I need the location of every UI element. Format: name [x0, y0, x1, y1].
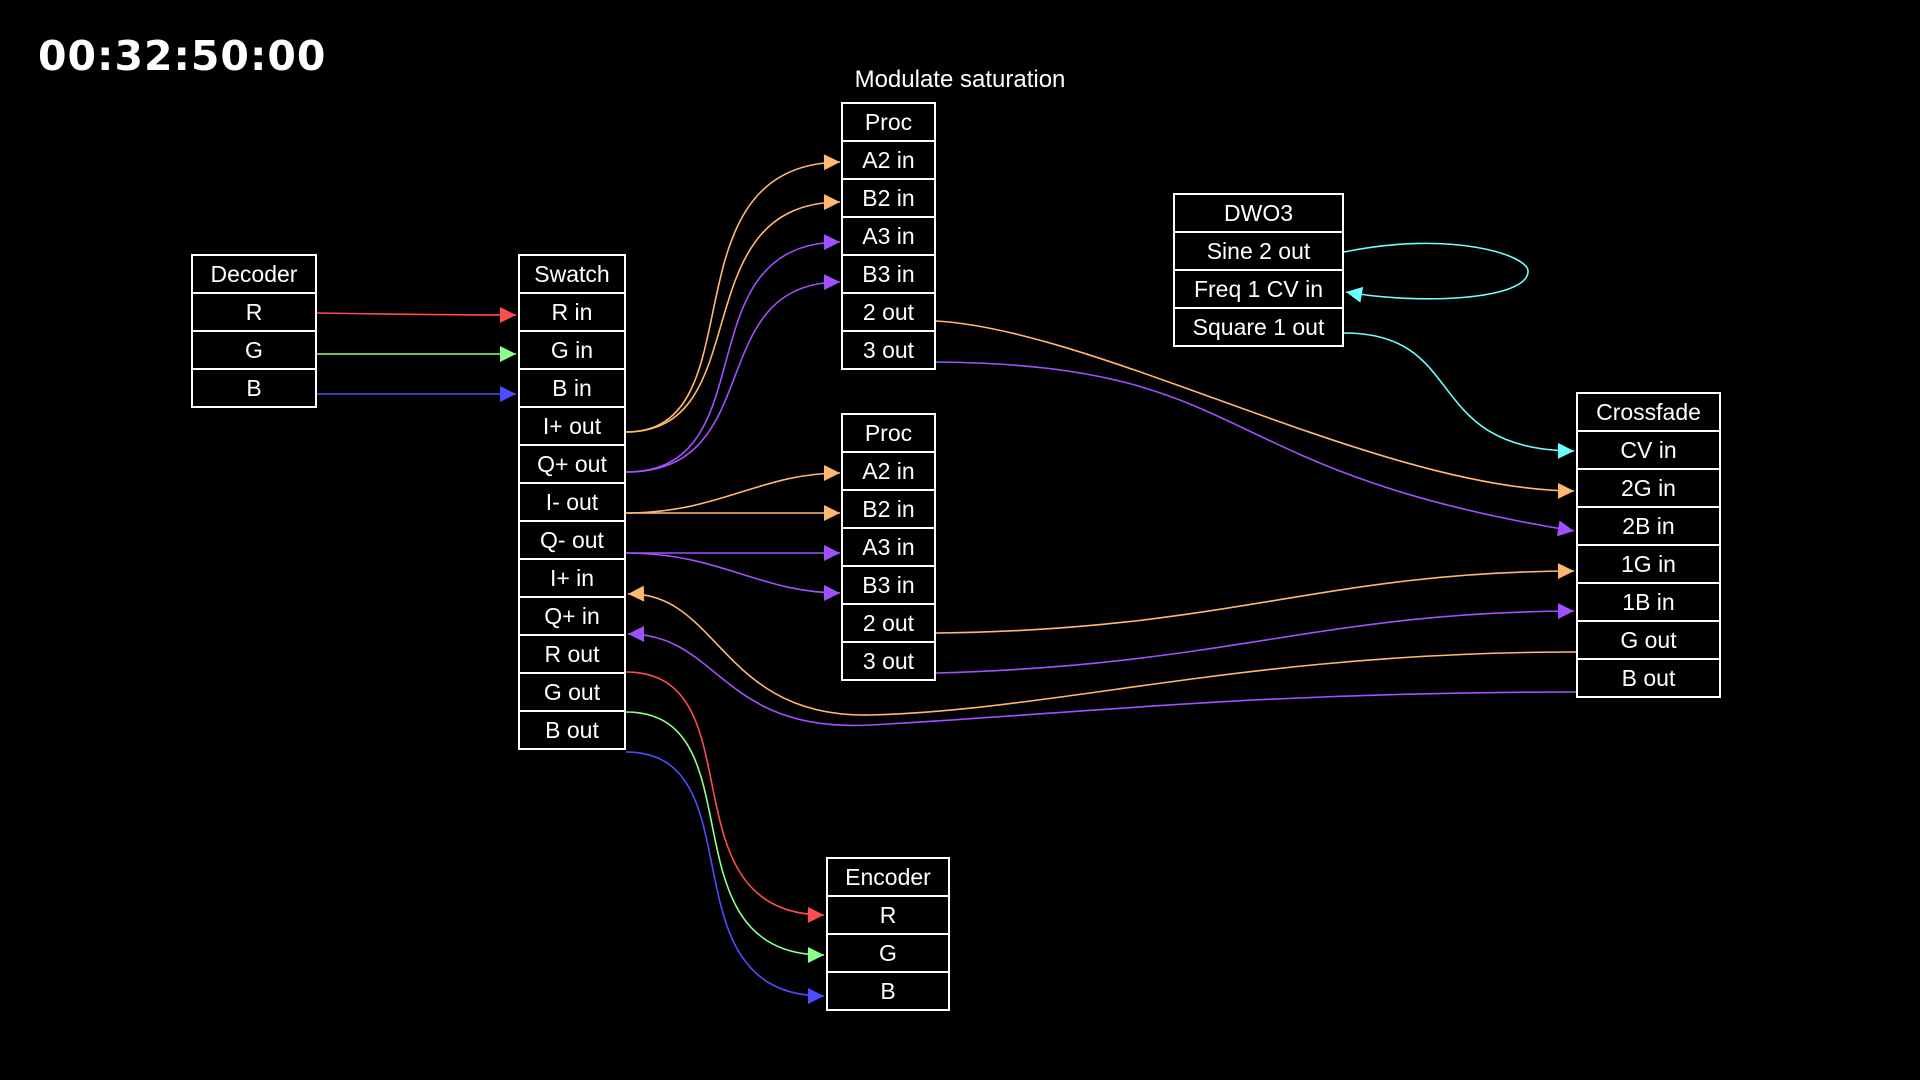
swatch-port-i-plus-in[interactable]: I+ in — [518, 558, 626, 598]
crossfade-port-1b-in[interactable]: 1B in — [1576, 582, 1721, 622]
proc2-port-3-out[interactable]: 3 out — [841, 641, 936, 681]
cable-iminus-to-proc2-a2[interactable] — [625, 465, 841, 514]
cable-proc2-2out-to-1g[interactable] — [935, 563, 1575, 634]
cable-decoder-r[interactable] — [315, 306, 517, 323]
crossfade-module[interactable]: Crossfade CV in 2G in 2B in 1G in 1B in … — [1576, 392, 1721, 698]
proc1-port-a2-in[interactable]: A2 in — [841, 140, 936, 180]
cable-qplus-to-proc1-a3[interactable] — [625, 234, 841, 473]
decoder-port-b[interactable]: B — [191, 368, 317, 408]
proc1-title[interactable]: Proc — [841, 102, 936, 142]
swatch-port-i-minus-out[interactable]: I- out — [518, 482, 626, 522]
dwo3-port-square-1-out[interactable]: Square 1 out — [1173, 307, 1344, 347]
proc1-port-a3-in[interactable]: A3 in — [841, 216, 936, 256]
swatch-port-b-in[interactable]: B in — [518, 368, 626, 408]
proc1-port-3-out[interactable]: 3 out — [841, 330, 936, 370]
swatch-port-r-in[interactable]: R in — [518, 292, 626, 332]
cable-swatch-bout-to-encoder-b[interactable] — [625, 751, 825, 1004]
encoder-module[interactable]: Encoder R G B — [826, 857, 950, 1011]
swatch-port-q-plus-out[interactable]: Q+ out — [518, 444, 626, 484]
crossfade-port-b-out[interactable]: B out — [1576, 658, 1721, 698]
swatch-port-g-in[interactable]: G in — [518, 330, 626, 370]
cable-proc1-2out-to-2g[interactable] — [935, 320, 1575, 499]
cable-swatch-gout-to-encoder-g[interactable] — [625, 711, 825, 963]
cable-dwo3-sine-to-freq-cv[interactable] — [1343, 242, 1529, 303]
crossfade-port-1g-in[interactable]: 1G in — [1576, 544, 1721, 584]
proc2-port-a2-in[interactable]: A2 in — [841, 451, 936, 491]
swatch-title[interactable]: Swatch — [518, 254, 626, 294]
proc2-port-b2-in[interactable]: B2 in — [841, 489, 936, 529]
cable-dwo3-square-to-xfade-cv[interactable] — [1343, 332, 1575, 459]
swatch-port-r-out[interactable]: R out — [518, 634, 626, 674]
decoder-port-g[interactable]: G — [191, 330, 317, 370]
cable-proc1-3out-to-2b[interactable] — [935, 361, 1575, 537]
decoder-port-r[interactable]: R — [191, 292, 317, 332]
cable-iplus-to-proc1-a2[interactable] — [625, 154, 841, 433]
dwo3-module[interactable]: DWO3 Sine 2 out Freq 1 CV in Square 1 ou… — [1173, 193, 1344, 347]
crossfade-port-2g-in[interactable]: 2G in — [1576, 468, 1721, 508]
crossfade-title[interactable]: Crossfade — [1576, 392, 1721, 432]
crossfade-port-cv-in[interactable]: CV in — [1576, 430, 1721, 470]
group-caption: Modulate saturation — [854, 66, 1066, 93]
proc1-port-b3-in[interactable]: B3 in — [841, 254, 936, 294]
dwo3-port-sine-2-out[interactable]: Sine 2 out — [1173, 231, 1344, 271]
cable-qminus-to-proc2-b3[interactable] — [625, 552, 841, 601]
encoder-port-g[interactable]: G — [826, 933, 950, 973]
encoder-port-r[interactable]: R — [826, 895, 950, 935]
proc2-port-2-out[interactable]: 2 out — [841, 603, 936, 643]
decoder-module[interactable]: Decoder R G B — [191, 254, 317, 408]
encoder-title[interactable]: Encoder — [826, 857, 950, 897]
cable-xfade-gout-to-iplus-in[interactable] — [627, 585, 1577, 716]
proc-module-1[interactable]: Proc A2 in B2 in A3 in B3 in 2 out 3 out — [841, 102, 936, 370]
swatch-port-g-out[interactable]: G out — [518, 672, 626, 712]
proc-module-2[interactable]: Proc A2 in B2 in A3 in B3 in 2 out 3 out — [841, 413, 936, 681]
crossfade-port-g-out[interactable]: G out — [1576, 620, 1721, 660]
proc2-port-a3-in[interactable]: A3 in — [841, 527, 936, 567]
cable-swatch-rout-to-encoder-r[interactable] — [625, 671, 825, 923]
timecode: 00:32:50:00 — [38, 32, 327, 80]
swatch-port-q-plus-in[interactable]: Q+ in — [518, 596, 626, 636]
swatch-port-i-plus-out[interactable]: I+ out — [518, 406, 626, 446]
swatch-port-b-out[interactable]: B out — [518, 710, 626, 750]
decoder-title[interactable]: Decoder — [191, 254, 317, 294]
swatch-module[interactable]: Swatch R in G in B in I+ out Q+ out I- o… — [518, 254, 626, 750]
cable-xfade-bout-to-qplus-in[interactable] — [627, 626, 1577, 727]
swatch-port-q-minus-out[interactable]: Q- out — [518, 520, 626, 560]
encoder-port-b[interactable]: B — [826, 971, 950, 1011]
proc2-title[interactable]: Proc — [841, 413, 936, 453]
proc1-port-2-out[interactable]: 2 out — [841, 292, 936, 332]
cable-iplus-to-proc1-b2[interactable] — [625, 194, 841, 433]
dwo3-port-freq-1-cv-in[interactable]: Freq 1 CV in — [1173, 269, 1344, 309]
proc2-port-b3-in[interactable]: B3 in — [841, 565, 936, 605]
crossfade-port-2b-in[interactable]: 2B in — [1576, 506, 1721, 546]
cable-proc2-3out-to-1b[interactable] — [935, 603, 1575, 674]
dwo3-title[interactable]: DWO3 — [1173, 193, 1344, 233]
proc1-port-b2-in[interactable]: B2 in — [841, 178, 936, 218]
cable-qplus-to-proc1-b3[interactable] — [625, 274, 841, 473]
